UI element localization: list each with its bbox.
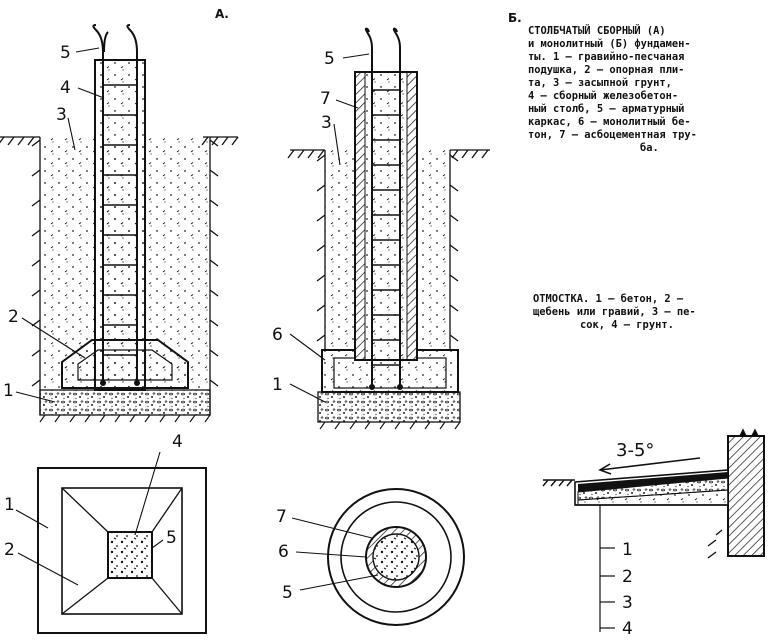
label-b-6: 6	[272, 325, 283, 345]
caption-foundation-line: каркас, 6 — монолитный бе-	[528, 116, 691, 128]
label-plan-b-6: 6	[278, 542, 289, 562]
caption-foundation-line: тон, 7 — асбоцементная тру-	[528, 129, 697, 141]
label-plan-a-4: 4	[172, 432, 183, 452]
caption-otmostka: ОТМОСТКА. 1 — бетон, 2 — щебень или грав…	[533, 293, 696, 331]
caption-foundation-line: СТОЛБЧАТЫЙ СБОРНЫЙ (А)	[528, 24, 666, 37]
caption-foundation-line: та, 3 — засыпной грунт,	[528, 77, 672, 89]
caption-foundation: СТОЛБЧАТЫЙ СБОРНЫЙ (А) и монолитный (Б) …	[528, 24, 697, 154]
label-otmostka-2: 2	[622, 567, 633, 587]
plan-a: 4 1 5 2	[4, 432, 207, 634]
label-plan-b-5: 5	[282, 583, 293, 603]
label-plan-a-5: 5	[166, 528, 177, 548]
label-a-3: 3	[56, 105, 67, 125]
otmostka-slope-angle: 3-5°	[616, 440, 654, 461]
caption-foundation-line: ба.	[640, 142, 659, 154]
caption-foundation-line: ный столб, 5 — арматурный	[528, 103, 684, 115]
label-a-1: 1	[3, 381, 14, 401]
section-a-foundation: 5 4 3 2 1 А.	[0, 7, 239, 423]
label-plan-a-1: 1	[4, 495, 15, 515]
label-otmostka-1: 1	[622, 540, 633, 560]
caption-foundation-line: 4 — сборный железобетон-	[528, 90, 678, 102]
label-otmostka-3: 3	[622, 593, 633, 613]
caption-otmostka-line: щебень или гравий, 3 — пе-	[533, 306, 696, 318]
label-a-5: 5	[60, 43, 71, 63]
label-b-3: 3	[321, 113, 332, 133]
caption-foundation-line: и монолитный (Б) фундамен-	[528, 38, 691, 50]
section-b-foundation: 5 7 3 6 1 Б.	[272, 11, 522, 430]
caption-foundation-line: подушка, 2 — опорная пли-	[528, 64, 684, 76]
label-a-2: 2	[8, 307, 19, 327]
section-a-title: А.	[215, 7, 229, 21]
label-plan-b-7: 7	[276, 507, 287, 527]
plan-b: 7 6 5	[276, 488, 465, 626]
label-b-7: 7	[320, 89, 331, 109]
label-plan-a-2: 2	[4, 540, 15, 560]
otmostka-detail: 3-5° 1 2 3 4	[542, 428, 765, 639]
section-b-title: Б.	[508, 11, 522, 25]
caption-otmostka-line: сок, 4 — грунт.	[580, 319, 674, 331]
label-otmostka-4: 4	[622, 619, 633, 639]
caption-foundation-line: ты. 1 — гравийно-песчаная	[528, 51, 684, 63]
caption-otmostka-line: ОТМОСТКА. 1 — бетон, 2 —	[533, 293, 684, 305]
label-a-4: 4	[60, 78, 71, 98]
label-b-5: 5	[324, 49, 335, 69]
label-b-1: 1	[272, 375, 283, 395]
